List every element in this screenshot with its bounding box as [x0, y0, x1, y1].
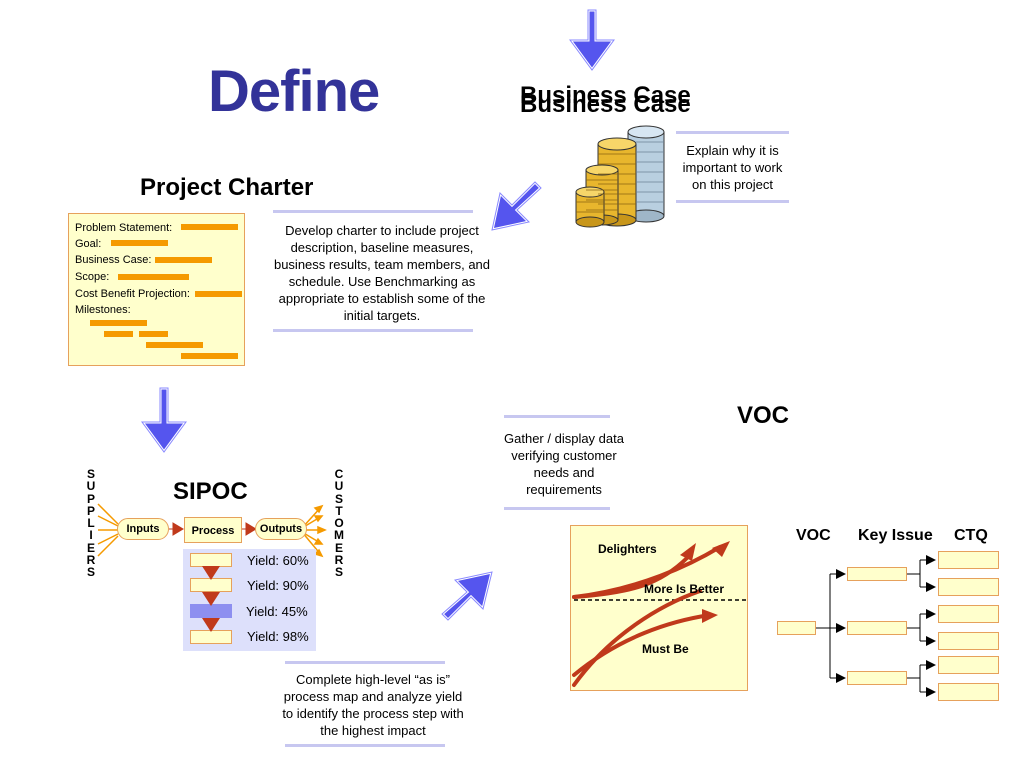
- ctq-node: [938, 683, 999, 701]
- field-bar: [181, 224, 238, 230]
- field-bar: [118, 274, 189, 280]
- yield-value: Yield: 45%: [246, 604, 308, 619]
- key-issue-node: [847, 621, 907, 635]
- milestone-bar: [90, 320, 147, 326]
- business-case-title: Business Case Business Case: [520, 82, 691, 118]
- milestone-bar: [104, 331, 133, 337]
- project-charter-title: Project Charter: [140, 174, 314, 201]
- coin-stacks-icon: [575, 125, 665, 228]
- divider: [273, 210, 473, 213]
- charter-field-label: Cost Benefit Projection:: [75, 288, 190, 300]
- key-issue-node: [847, 671, 907, 685]
- field-bar: [155, 257, 212, 263]
- diagonal-arrow-icon: [439, 570, 495, 622]
- sipoc-fan-arrows: [97, 503, 327, 558]
- arrow-right-icon: [169, 522, 184, 536]
- charter-field-label: Milestones:: [75, 304, 131, 316]
- step-down-arrows: [202, 566, 220, 632]
- diagonal-arrow-icon: [490, 180, 544, 232]
- ctq-tree-connectors: [816, 555, 936, 697]
- ctq-node: [938, 578, 999, 596]
- divider: [504, 415, 610, 418]
- delighters-label: Delighters: [598, 542, 657, 556]
- charter-field-label: Goal:: [75, 238, 102, 250]
- outputs-box: Outputs: [255, 518, 307, 540]
- ctq-node: [938, 605, 999, 623]
- charter-field-label: Scope:: [75, 271, 110, 283]
- page-title: Define: [208, 59, 380, 124]
- divider: [676, 131, 789, 134]
- key-issue-node: [847, 567, 907, 581]
- ctq-node: [938, 656, 999, 674]
- divider: [285, 744, 445, 747]
- sipoc-title: SIPOC: [173, 478, 248, 505]
- tree-header-voc: VOC: [796, 527, 831, 544]
- project-charter-form: Problem Statement: Goal: Business Case: …: [68, 213, 245, 366]
- divider: [273, 329, 473, 332]
- ctq-node: [938, 632, 999, 650]
- milestone-bar: [146, 342, 203, 348]
- tree-header-key-issue: Key Issue: [858, 527, 933, 544]
- voc-node: [777, 621, 816, 635]
- yield-value: Yield: 98%: [247, 629, 309, 644]
- milestone-bar: [181, 353, 238, 359]
- process-box: Process: [184, 517, 242, 543]
- divider: [504, 507, 610, 510]
- milestone-bar: [139, 331, 168, 337]
- sipoc-description: Complete high-level “as is” process map …: [282, 672, 464, 738]
- voc-description: Gather / display data verifying customer…: [504, 431, 624, 497]
- ctq-node: [938, 551, 999, 569]
- business-case-description: Explain why it is important to work on t…: [682, 143, 783, 192]
- charter-field-label: Business Case:: [75, 254, 152, 266]
- down-arrow-icon: [567, 8, 617, 73]
- charter-field-label: Problem Statement:: [75, 222, 173, 234]
- must-be-label: Must Be: [642, 642, 689, 656]
- project-charter-description: Develop charter to include project descr…: [273, 223, 491, 323]
- voc-title: VOC: [737, 402, 790, 429]
- inputs-box: Inputs: [117, 518, 169, 540]
- field-bar: [111, 240, 168, 246]
- divider: [285, 661, 445, 664]
- down-arrow-icon: [139, 386, 189, 455]
- tree-header-ctq: CTQ: [954, 527, 988, 544]
- divider: [676, 200, 789, 203]
- arrow-right-icon: [242, 522, 257, 536]
- field-bar: [195, 291, 242, 297]
- yield-value: Yield: 60%: [247, 553, 309, 568]
- more-is-better-label: More Is Better: [644, 582, 725, 596]
- yield-value: Yield: 90%: [247, 578, 309, 593]
- kano-curves: [572, 541, 746, 687]
